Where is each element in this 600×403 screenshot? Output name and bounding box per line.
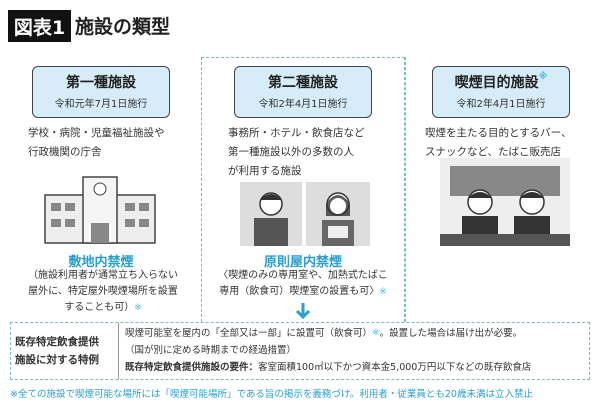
page-title: 施設の類型 [75,16,171,38]
exception-line: （国が別に定める時期までの経過措置） [125,345,297,356]
desc-line: 行政機関の庁舎 [28,146,102,158]
desc-line: 学校・病院・児童福祉施設や [28,127,165,139]
down-arrow-icon [295,303,311,320]
second-type-desc: 事務所・ホテル・飲食店など 第一種施設以外の多数の人 が利用する施設 [228,124,365,181]
exception-line: 。設置した場合は届け出が必要。 [379,328,523,339]
card-title: 第二種施設 [268,75,338,91]
desc-line: 第一種施設以外の多数の人 [228,146,354,158]
asterisk-mark: ※ [372,328,380,338]
asterisk-mark: ※ [538,72,548,82]
second-type-rule: 原則屋内禁煙 [263,255,342,270]
card-date: 令和2年4月1日施行 [456,99,546,110]
card-title: 第一種施設 [66,75,136,91]
desc-line: 事務所・ホテル・飲食店など [228,127,365,139]
card-title: 喫煙目的施設 [454,75,539,91]
exception-line: 客室面積100㎡以下かつ資本金5,000万円以下などの既存飲食店 [258,362,532,373]
desc-line: スナックなど、たばこ販売店 [425,146,561,158]
desc-line: が利用する施設 [228,165,302,177]
exception-table: 既存特定飲食提供 施設に対する特例 喫煙可能室を屋内の「全部又は一部」に設置可（… [10,322,590,380]
figure-tag: 図表1 [8,10,71,42]
exception-label: 既存特定飲食提供 施設に対する特例 [11,323,119,379]
asterisk-mark: ※ [379,287,387,297]
smoking-purpose-desc: 喫煙を主たる目的とするバー、 スナックなど、たばこ販売店 [425,124,572,162]
exception-line: 喫煙可能室を屋内の「全部又は一部」に設置可（飲食可） [125,328,373,339]
first-type-note: （施設利用者が通常立ち入らない 屋外に、特定屋外喫煙場所を設置 することも可）※ [18,268,188,316]
exception-requirement-label: 既存特定飲食提供施設の要件： [125,362,259,373]
footnote: ※全ての施設で喫煙可能な場所には「喫煙可能場所」である旨の掲示を義務づけ。利用者… [10,389,533,400]
first-type-desc: 学校・病院・児童福祉施設や 行政機関の庁舎 [28,124,165,162]
note-line: （施設利用者が通常立ち入らない [28,270,178,281]
label-line: 既存特定飲食提供 [15,336,99,348]
card-date: 令和元年7月1日施行 [54,99,148,110]
office-workers-illustration [240,182,370,246]
divider [405,57,406,322]
note-line: 〈喫煙のみの専用室や、加熱式たばこ [218,270,388,281]
card-first-type: 第一種施設 令和元年7月1日施行 [32,66,170,118]
second-type-note: 〈喫煙のみの専用室や、加熱式たばこ 専用（飲食可）喫煙室の設置も可〉※ [205,268,401,300]
note-line: 専用（飲食可）喫煙室の設置も可〉 [219,286,380,297]
note-line: することも可） [64,302,135,313]
bar-smokers-illustration [440,158,570,246]
card-second-type: 第二種施設 令和2年4月1日施行 [234,66,372,118]
second-type-dashed-frame [201,57,405,322]
first-type-rule: 敷地内禁煙 [68,255,134,270]
desc-line: 喫煙を主たる目的とするバー、 [425,127,572,139]
asterisk-mark: ※ [134,303,142,313]
card-date: 令和2年4月1日施行 [258,99,348,110]
school-building-illustration [44,176,156,244]
exception-content: 喫煙可能室を屋内の「全部又は一部」に設置可（飲食可）※。設置した場合は届け出が必… [119,323,531,379]
card-smoking-purpose: 喫煙目的施設※ 令和2年4月1日施行 [432,66,570,118]
label-line: 施設に対する特例 [15,354,99,366]
note-line: 屋外に、特定屋外喫煙場所を設置 [28,286,178,297]
